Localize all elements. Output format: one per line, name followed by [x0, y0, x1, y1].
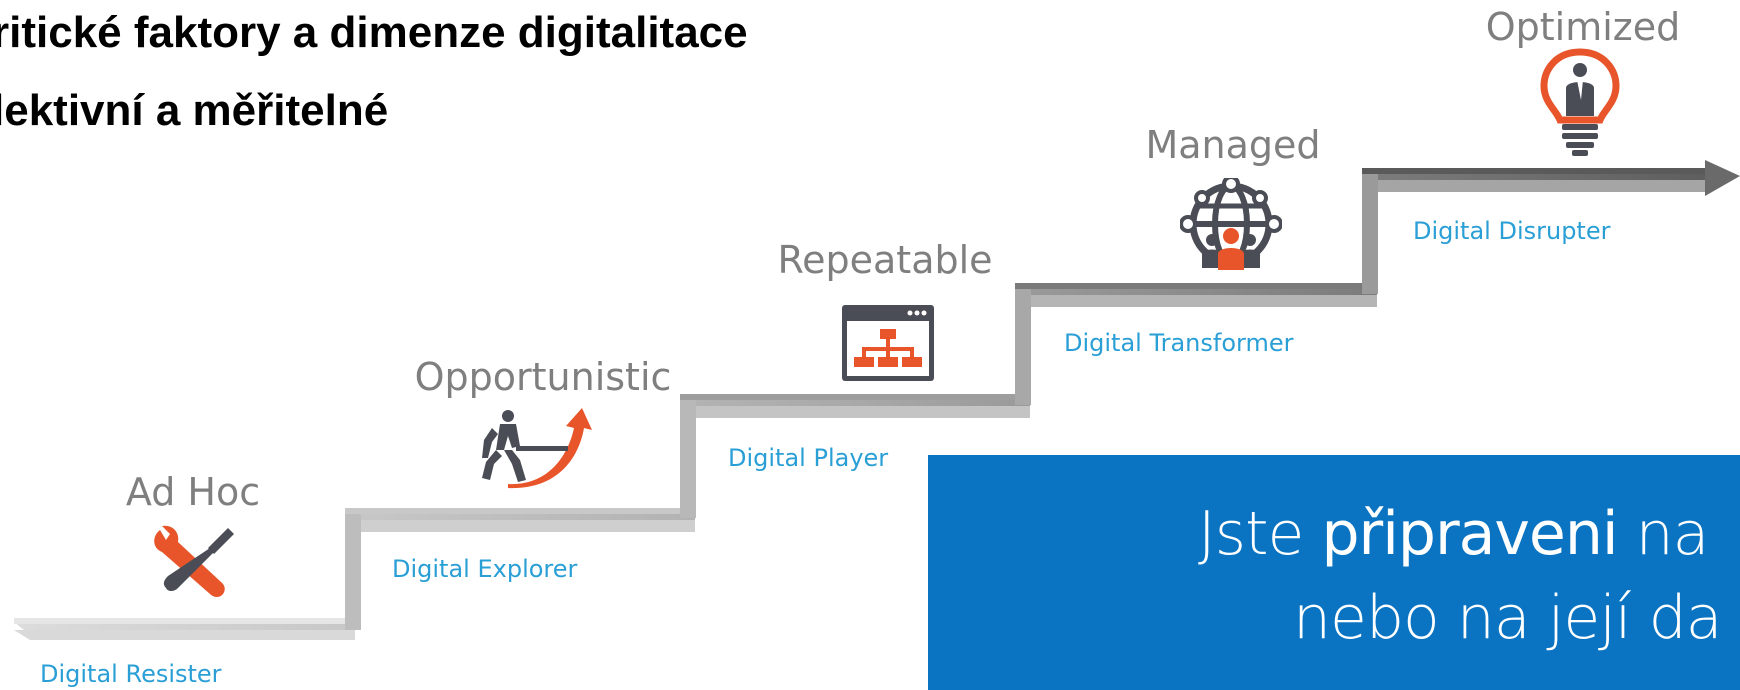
banner-text-line-2: nebo na její da	[1293, 583, 1723, 653]
level-label-repeatable: Repeatable	[777, 238, 993, 282]
level-label-opportunistic: Opportunistic	[414, 355, 672, 399]
arrow-head	[1705, 160, 1740, 196]
level-label-optimized: Optimized	[1485, 5, 1681, 49]
question-banner: Jste připraveni na nebo na její da	[928, 455, 1740, 690]
stage-label-digital-transformer: Digital Transformer	[1064, 329, 1294, 357]
banner-text-line-1: Jste připraveni na	[1198, 499, 1709, 569]
stage-label-digital-explorer: Digital Explorer	[392, 555, 578, 583]
tug-of-war-icon	[482, 408, 592, 489]
org-chart-window-icon	[842, 305, 934, 381]
slide-title-line-1: ritické faktory a dimenze digitalitace	[0, 8, 748, 57]
idea-bulb-icon	[1540, 48, 1620, 156]
staircase-body	[14, 172, 1710, 630]
level-label-managed: Managed	[1145, 123, 1321, 167]
stage-label-digital-disrupter: Digital Disrupter	[1413, 217, 1611, 245]
stage-label-digital-resister: Digital Resister	[40, 660, 222, 688]
level-label-ad-hoc: Ad Hoc	[125, 470, 261, 514]
global-network-icon	[1180, 178, 1282, 270]
tools-icon	[154, 525, 234, 597]
slide-title-line-2: lektivní a měřitelné	[0, 86, 389, 135]
stage-label-digital-player: Digital Player	[728, 444, 889, 472]
